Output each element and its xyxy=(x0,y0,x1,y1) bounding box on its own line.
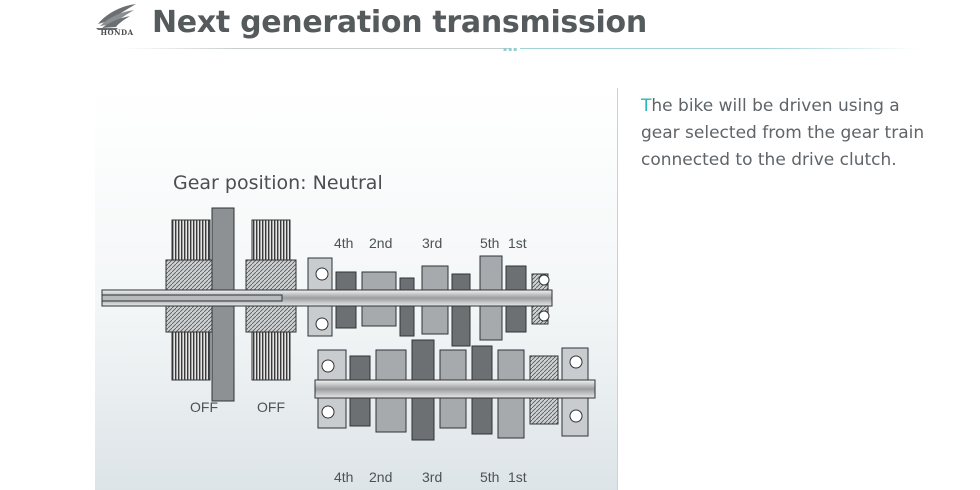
title-underline-left xyxy=(120,48,510,49)
top-gear-label-4th: 4th xyxy=(334,235,354,251)
honda-wing-logo xyxy=(96,4,136,30)
top-gear-label-3rd: 3rd xyxy=(422,235,443,251)
bottom-gear-label-1st: 1st xyxy=(508,469,527,485)
description-text: The bike will be driven using a gear sel… xyxy=(641,93,941,174)
description-body: he bike will be driven using a gear sele… xyxy=(641,96,925,170)
bottom-gear-label-2nd: 2nd xyxy=(369,469,393,485)
top-gear-label-5th: 5th xyxy=(480,235,500,251)
bottom-gear-label-5th: 5th xyxy=(480,469,500,485)
logo-wordmark: HONDA xyxy=(100,28,134,37)
gear-position-label: Gear position: Neutral xyxy=(173,172,383,194)
top-gear-label-1st: 1st xyxy=(508,235,527,251)
bottom-gear-label-4th: 4th xyxy=(334,469,354,485)
top-gear-label-2nd: 2nd xyxy=(369,235,393,251)
bottom-gear-label-3rd: 3rd xyxy=(422,469,443,485)
page-title: Next generation transmission xyxy=(152,5,647,40)
clutch-1-state-label: OFF xyxy=(190,399,218,415)
description-first-letter: T xyxy=(641,96,652,116)
title-underline-dots: ▪▪▪ xyxy=(503,46,519,53)
transmission-cross-section xyxy=(101,207,596,441)
clutch-2-state-label: OFF xyxy=(257,399,285,415)
title-underline-right xyxy=(520,48,920,49)
